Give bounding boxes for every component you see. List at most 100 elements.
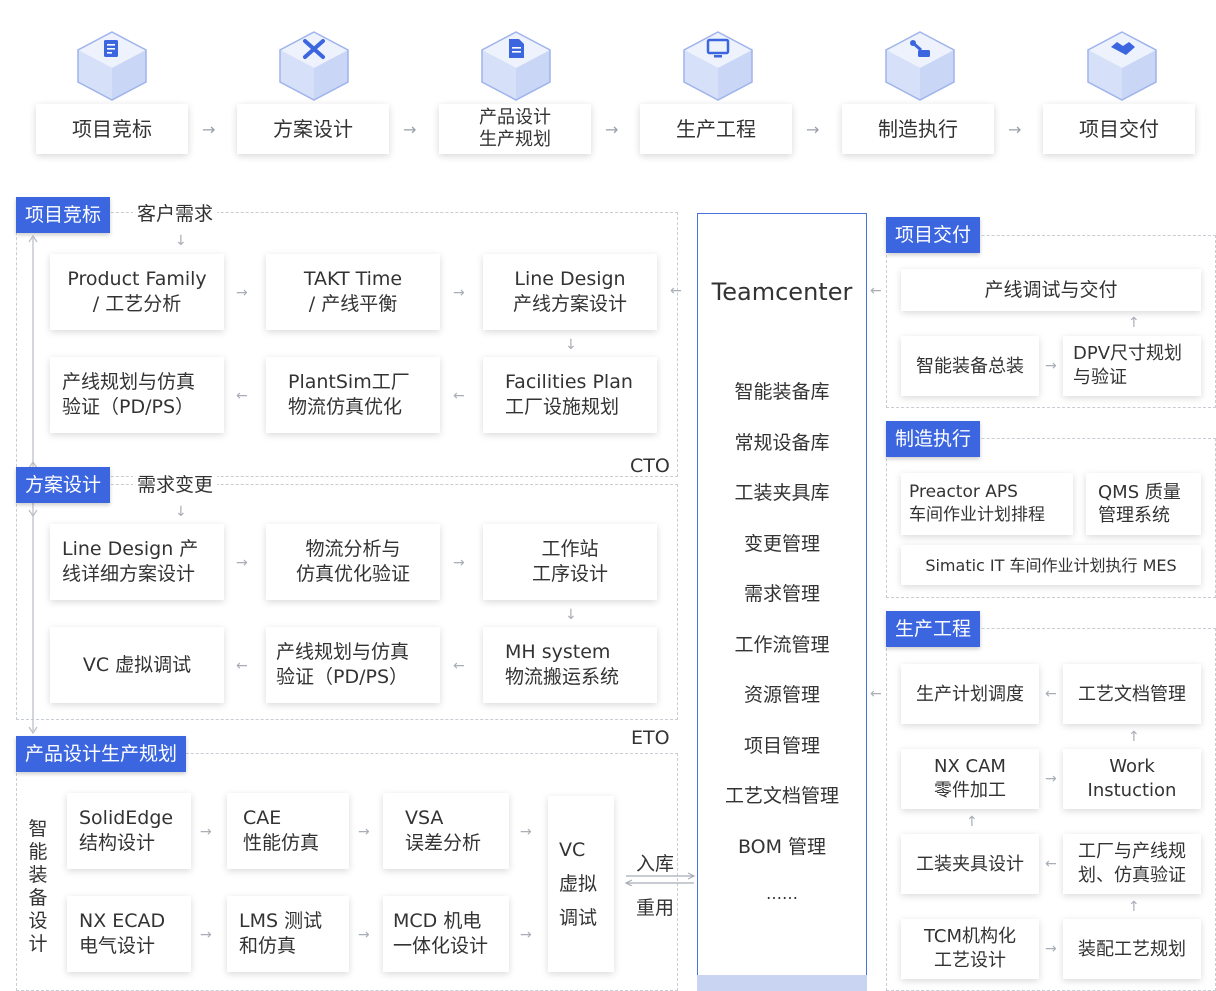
store-label: 入库: [636, 853, 675, 875]
card-fixture-design[interactable]: 工装夹具设计: [901, 834, 1039, 894]
card-line-design-detail[interactable]: Line Design 产 线详细方案设计: [50, 524, 224, 600]
product-plan-icon: [481, 31, 551, 101]
teamcenter-panel-footer: [697, 975, 867, 991]
left-arrow-icon: ←: [453, 388, 465, 404]
flow-step-delivery[interactable]: 项目交付: [1043, 104, 1195, 154]
customer-demand-label: 客户需求: [133, 201, 218, 227]
mfg-tag: 制造执行: [886, 421, 981, 457]
center-item-workflow-mgmt[interactable]: 工作流管理: [734, 634, 830, 656]
card-mh-system[interactable]: MH system 物流搬运系统: [483, 627, 657, 703]
flow-arrow-icon: →: [403, 120, 417, 139]
card-line-plan-sim[interactable]: 产线规划与仿真 验证（PD/PS）: [50, 357, 224, 433]
bid-region: [16, 212, 678, 477]
center-item-bom-mgmt[interactable]: BOM 管理: [737, 836, 827, 858]
teamcenter-title: Teamcenter: [711, 278, 853, 306]
card-factory-line-plan[interactable]: 工厂与产线规 划、仿真验证: [1063, 834, 1201, 894]
right-arrow-icon: →: [358, 927, 370, 943]
card-line-plan-sim-2[interactable]: 产线规划与仿真 验证（PD/PS）: [266, 627, 440, 703]
card-simatic-mes[interactable]: Simatic IT 车间作业计划执行 MES: [901, 545, 1201, 585]
down-arrow-icon: ↓: [175, 504, 187, 520]
card-nx-cam[interactable]: NX CAM 零件加工: [901, 749, 1039, 809]
right-arrow-icon: →: [453, 555, 465, 571]
product-tag: 产品设计生产规划: [16, 736, 187, 772]
flow-step-scheme[interactable]: 方案设计: [237, 104, 389, 154]
scheme-region: [16, 484, 678, 720]
card-facilities-plan[interactable]: Facilities Plan 工厂设施规划: [483, 357, 657, 433]
card-line-design[interactable]: Line Design 产线方案设计: [483, 254, 657, 330]
center-item-smart-equipment[interactable]: 智能装备库: [734, 381, 830, 403]
card-plantsim[interactable]: PlantSim工厂 物流仿真优化: [266, 357, 440, 433]
left-arrow-icon: ←: [1045, 686, 1057, 702]
flow-arrow-icon: →: [202, 120, 216, 139]
bid-tag: 项目竞标: [16, 197, 111, 233]
card-work-instruction[interactable]: Work Instuction: [1063, 749, 1201, 809]
center-item-process-doc-mgmt[interactable]: 工艺文档管理: [724, 785, 839, 807]
card-vc-virtual-debug[interactable]: VC 虚拟调试: [50, 627, 224, 703]
card-tcm-process[interactable]: TCM机构化 工艺设计: [901, 919, 1039, 979]
up-arrow-icon: ↑: [1128, 315, 1140, 331]
delivery-tag: 项目交付: [886, 217, 981, 253]
up-arrow-icon: ↑: [1128, 899, 1140, 915]
cto-label: CTO: [630, 455, 670, 477]
card-line-debug-delivery[interactable]: 产线调试与交付: [901, 269, 1201, 311]
right-arrow-icon: →: [520, 927, 532, 943]
store-reuse-arrows: [624, 872, 696, 886]
right-arrow-icon: →: [1045, 358, 1057, 374]
down-arrow-icon: ↓: [565, 337, 577, 353]
card-workstation-design[interactable]: 工作站 工序设计: [483, 524, 657, 600]
card-takt-time[interactable]: TAKT Time / 产线平衡: [266, 254, 440, 330]
left-arrow-icon: ←: [236, 658, 248, 674]
card-process-doc[interactable]: 工艺文档管理: [1063, 664, 1201, 724]
left-arrow-icon: ←: [1045, 856, 1057, 872]
right-arrow-icon: →: [453, 285, 465, 301]
card-vc-virtual-debug-2[interactable]: VC 虚拟 调试: [548, 796, 614, 972]
right-arrow-icon: →: [1045, 771, 1057, 787]
center-item-more: ……: [766, 884, 798, 903]
card-product-family[interactable]: Product Family / 工艺分析: [50, 254, 224, 330]
card-preactor-aps[interactable]: Preactor APS 车间作业计划排程: [901, 473, 1073, 535]
center-item-fixture-library[interactable]: 工装夹具库: [734, 482, 830, 504]
handshake-icon: [1087, 31, 1157, 101]
card-smart-assembly[interactable]: 智能装备总装: [901, 336, 1039, 396]
card-mcd[interactable]: MCD 机电 一体化设计: [383, 896, 509, 972]
center-item-resource-mgmt[interactable]: 资源管理: [743, 684, 820, 706]
down-arrow-icon: ↓: [565, 607, 577, 623]
right-arrow-icon: →: [200, 824, 212, 840]
center-item-regular-equipment[interactable]: 常规设备库: [734, 432, 830, 454]
left-arrow-icon: ←: [236, 388, 248, 404]
right-arrow-icon: →: [236, 285, 248, 301]
reuse-label: 重用: [636, 897, 675, 919]
right-arrow-icon: →: [520, 824, 532, 840]
up-arrow-icon: ↑: [966, 814, 978, 830]
card-cae[interactable]: CAE 性能仿真: [227, 793, 349, 869]
teamcenter-panel: [697, 213, 867, 991]
flow-step-engineering[interactable]: 生产工程: [640, 104, 792, 154]
card-solidedge[interactable]: SolidEdge 结构设计: [67, 793, 191, 869]
eto-label: ETO: [631, 727, 670, 749]
card-nx-ecad[interactable]: NX ECAD 电气设计: [67, 896, 191, 972]
card-qms[interactable]: QMS 质量 管理系统: [1086, 473, 1201, 535]
flow-step-bid[interactable]: 项目竞标: [36, 104, 188, 154]
center-item-demand-mgmt[interactable]: 需求管理: [743, 583, 820, 605]
flow-step-product[interactable]: 产品设计 生产规划: [439, 104, 591, 154]
center-item-change-mgmt[interactable]: 变更管理: [743, 533, 820, 555]
bid-document-icon: [77, 31, 147, 101]
flow-arrow-icon: →: [1008, 120, 1022, 139]
flow-step-manufacturing[interactable]: 制造执行: [842, 104, 994, 154]
left-arrow-icon: ←: [670, 283, 682, 299]
smart-equipment-design-label: 智 能 装 备 设 计: [28, 818, 48, 955]
card-assembly-process[interactable]: 装配工艺规划: [1063, 919, 1201, 979]
demand-change-label: 需求变更: [133, 472, 218, 498]
flow-arrow-icon: →: [806, 120, 820, 139]
scheme-tag: 方案设计: [16, 467, 111, 503]
card-lms[interactable]: LMS 测试 和仿真: [227, 896, 349, 972]
design-tools-icon: [279, 31, 349, 101]
center-item-project-mgmt[interactable]: 项目管理: [743, 735, 820, 757]
card-vsa[interactable]: VSA 误差分析: [383, 793, 509, 869]
card-dpv[interactable]: DPV尺寸规划 与验证: [1063, 336, 1201, 396]
card-logistics-analysis[interactable]: 物流分析与 仿真优化验证: [266, 524, 440, 600]
robot-arm-icon: [885, 31, 955, 101]
right-arrow-icon: →: [200, 927, 212, 943]
flow-arrow-icon: →: [605, 120, 619, 139]
card-production-scheduling[interactable]: 生产计划调度: [901, 664, 1039, 724]
